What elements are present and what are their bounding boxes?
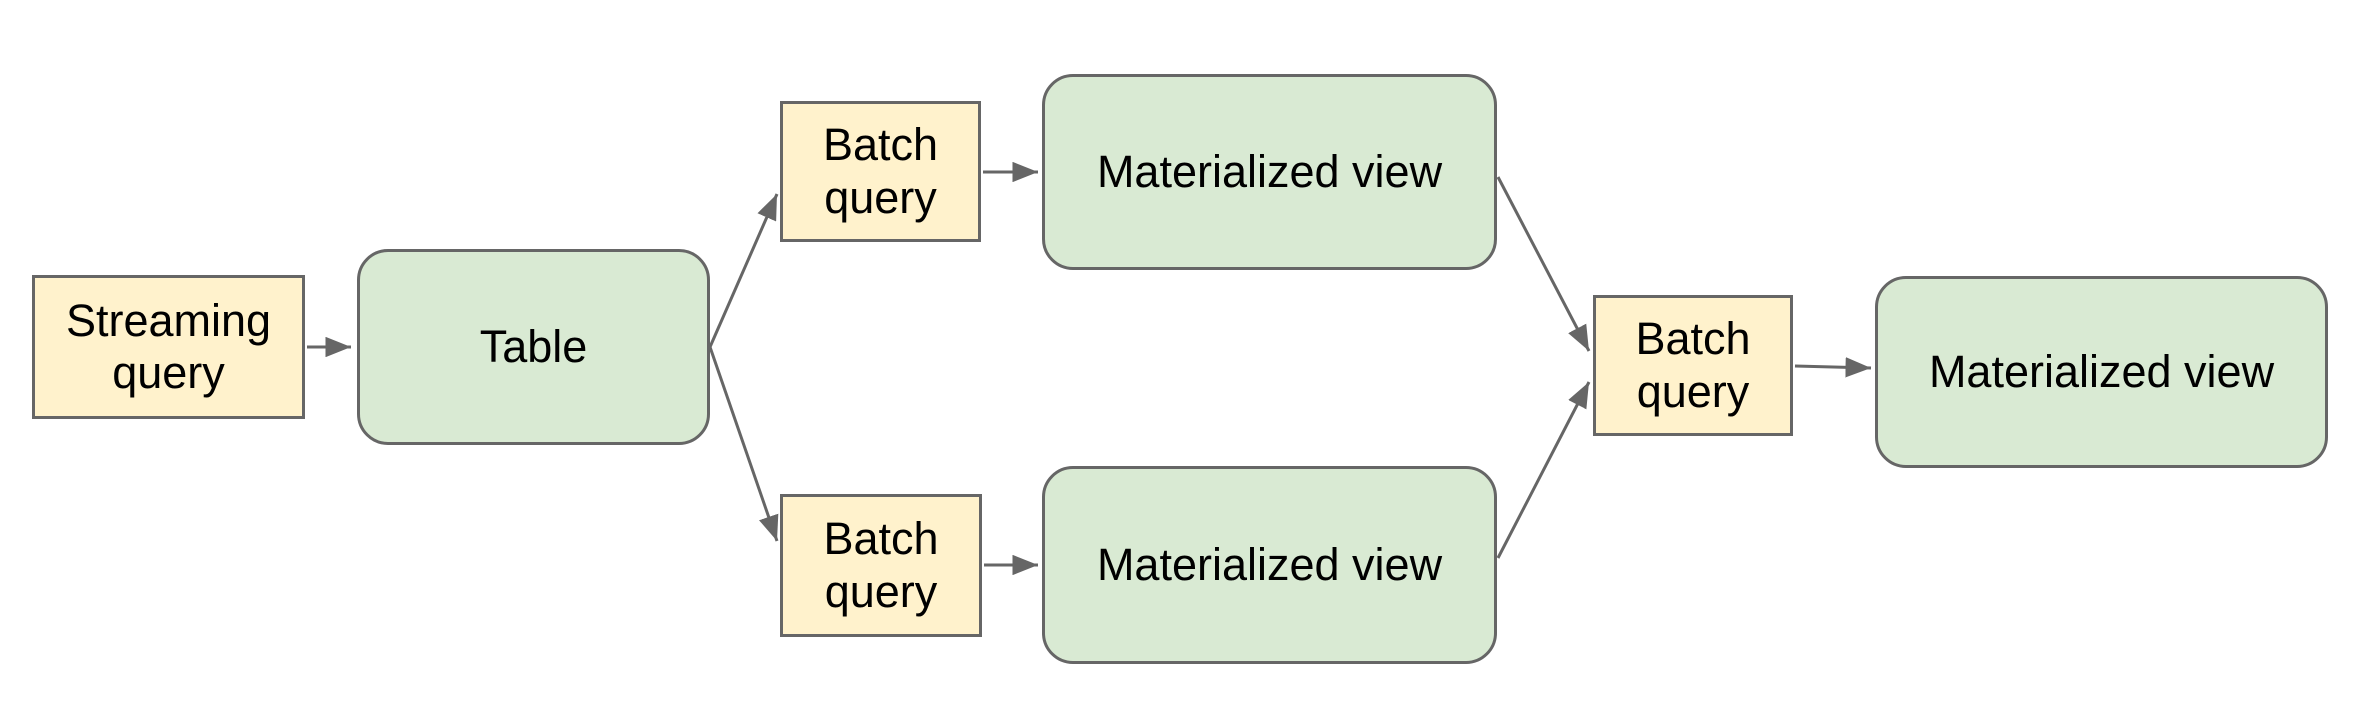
node-label: Batch query bbox=[1635, 313, 1751, 417]
node-table: Table bbox=[357, 249, 710, 445]
node-batch-query-right: Batch query bbox=[1593, 295, 1793, 436]
node-label: Batch query bbox=[823, 513, 939, 617]
node-batch-query-bottom: Batch query bbox=[780, 494, 982, 637]
connector-batch-query-right-to-mv-right bbox=[1794, 357, 1872, 378]
node-label: Streaming query bbox=[65, 294, 272, 398]
node-label: Materialized view bbox=[1096, 145, 1443, 197]
node-materialized-view-bottom: Materialized view bbox=[1042, 466, 1497, 664]
connector-table-to-batch-query-bottom bbox=[708, 346, 779, 542]
node-materialized-view-right: Materialized view bbox=[1875, 276, 2328, 468]
node-label: Materialized view bbox=[1928, 345, 2275, 397]
node-streaming-query: Streaming query bbox=[32, 275, 305, 419]
node-label: Batch query bbox=[822, 119, 939, 223]
node-label: Materialized view bbox=[1096, 538, 1443, 590]
connector-mv-bottom-to-batch-query-right bbox=[1496, 381, 1591, 559]
connector-mv-top-to-batch-query-right bbox=[1496, 176, 1591, 352]
node-batch-query-top: Batch query bbox=[780, 101, 981, 242]
node-label: Table bbox=[479, 320, 588, 372]
connector-table-to-batch-query-top bbox=[708, 193, 779, 348]
node-materialized-view-top: Materialized view bbox=[1042, 74, 1497, 270]
